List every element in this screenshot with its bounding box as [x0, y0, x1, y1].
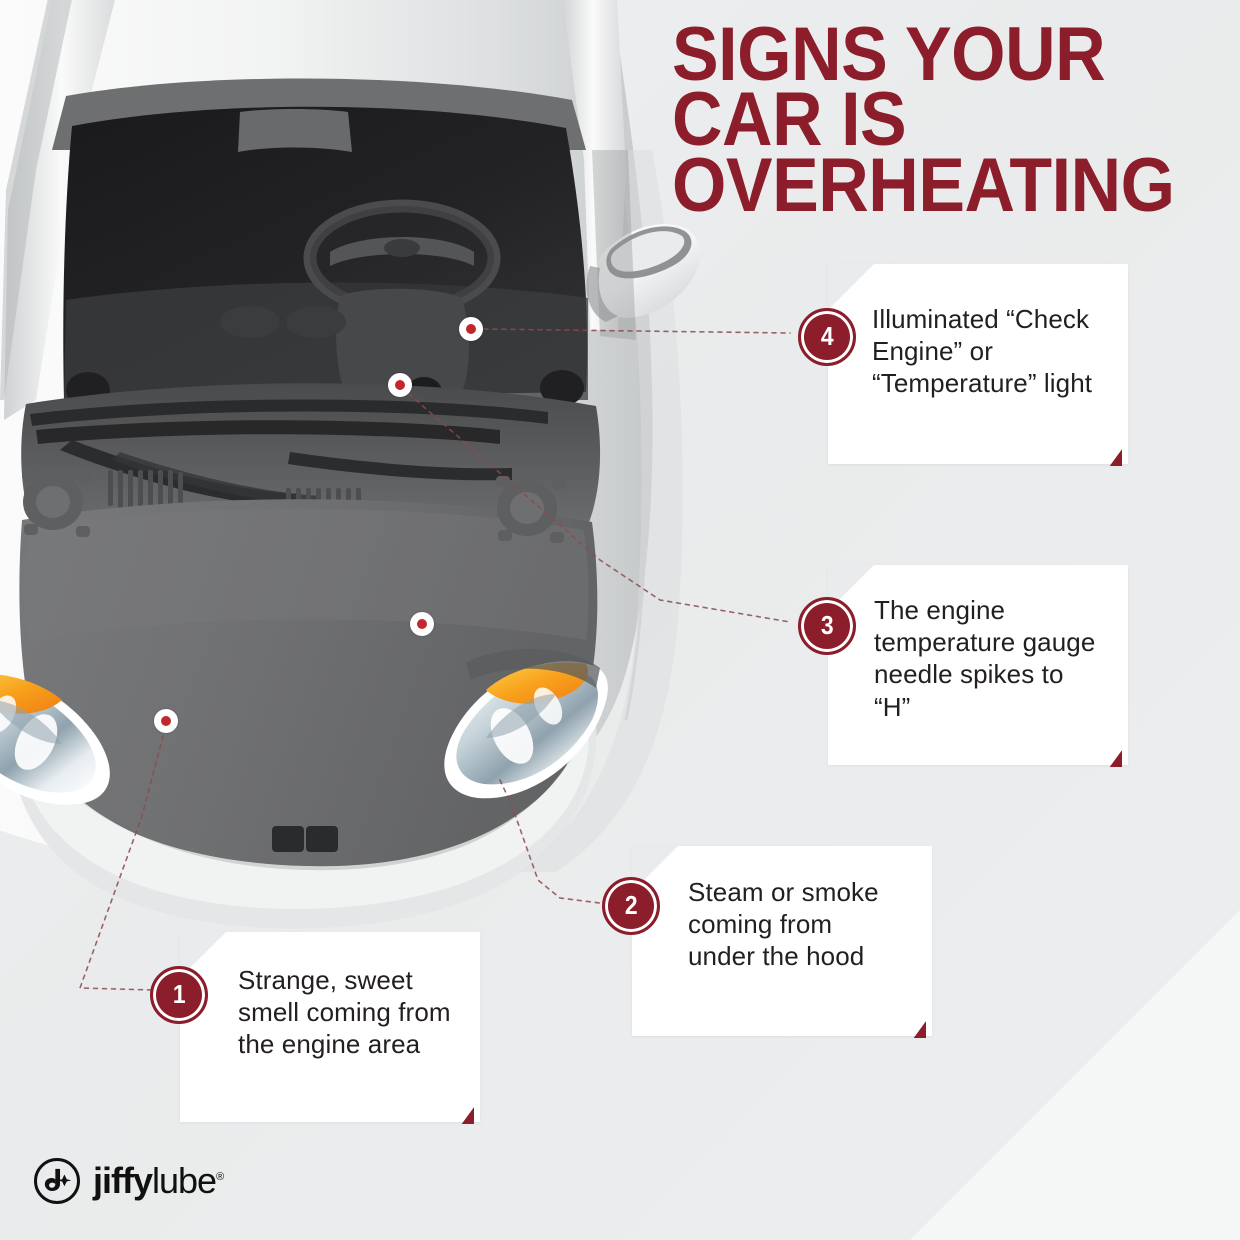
callout-3-text: The engine temperature gauge needle spik… — [874, 595, 1096, 722]
jiffy-lube-logo[interactable]: jiffylube® — [34, 1158, 224, 1204]
callout-3-badge[interactable]: 3 — [798, 597, 856, 655]
marker-dot-4[interactable] — [459, 317, 483, 341]
trademark-symbol: ® — [216, 1171, 224, 1183]
logo-word-jiffy: jiffy — [93, 1160, 153, 1201]
callout-2-box — [632, 846, 932, 1038]
marker-dot-2[interactable] — [410, 612, 434, 636]
callout-4-number: 4 — [820, 321, 834, 351]
title-line-2: Overheating — [672, 142, 1175, 228]
logo-word-lube: lube — [152, 1160, 217, 1201]
jiffy-lube-j-spark-icon — [34, 1158, 80, 1204]
callout-3-number: 3 — [820, 610, 834, 640]
callout-1-number: 1 — [172, 979, 186, 1009]
callout-4-badge[interactable]: 4 — [798, 308, 856, 366]
callout-2-text: Steam or smoke coming from under the hoo… — [688, 877, 879, 972]
marker-dot-3[interactable] — [388, 373, 412, 397]
callout-1-text: Strange, sweet smell coming from the eng… — [238, 965, 451, 1060]
callout-1-box — [180, 932, 480, 1124]
callout-1-badge[interactable]: 1 — [150, 966, 208, 1024]
callout-2-number: 2 — [624, 890, 638, 920]
jiffy-lube-wordmark: jiffylube® — [93, 1160, 224, 1201]
callout-4-box — [828, 264, 1128, 466]
marker-dot-1[interactable] — [154, 709, 178, 733]
callout-4-text: Illuminated “Check Engine” or “Temperatu… — [872, 304, 1093, 399]
page-title: Signs Your Car Is Overheating — [672, 16, 1175, 228]
title-line-1: Signs Your Car Is — [672, 12, 1106, 163]
callout-2-badge[interactable]: 2 — [602, 877, 660, 935]
